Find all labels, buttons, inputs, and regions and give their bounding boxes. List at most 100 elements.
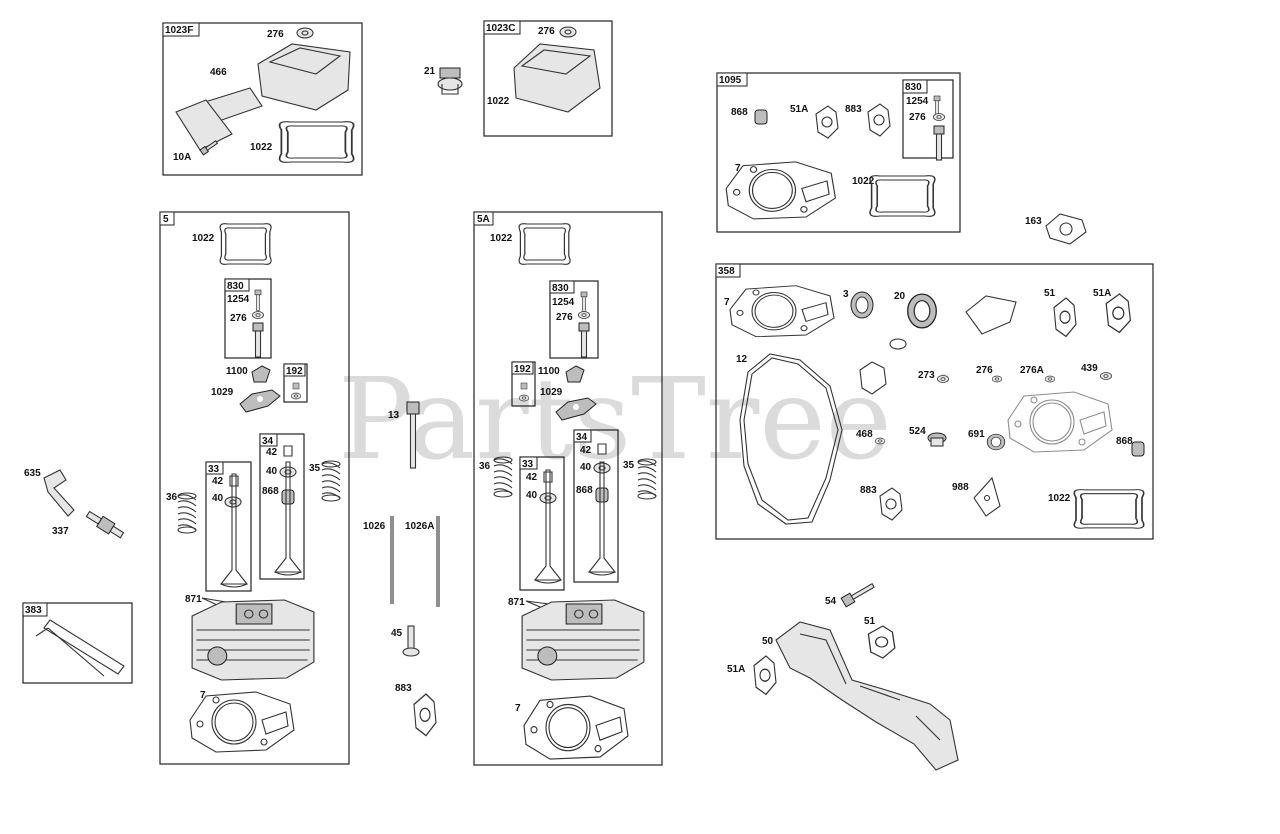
label-868: 868 xyxy=(1116,436,1133,447)
label-51A: 51A xyxy=(727,664,745,675)
group-5A-tag: 5A xyxy=(477,214,490,225)
gasket-1022-part xyxy=(869,174,936,218)
label-276: 276 xyxy=(556,312,573,323)
valve-part xyxy=(220,473,248,588)
label-1022: 1022 xyxy=(487,96,510,107)
label-276: 276 xyxy=(230,313,247,324)
guide-plate-part xyxy=(565,365,585,383)
label-51A: 51A xyxy=(790,104,808,115)
nut-part xyxy=(518,394,530,402)
spring-cap-part xyxy=(593,462,611,474)
group-383: 383 xyxy=(22,602,133,684)
head-gasket-part xyxy=(523,695,629,760)
label-42: 42 xyxy=(580,445,592,456)
label-50: 50 xyxy=(762,636,774,647)
valve-seal-part xyxy=(1131,441,1145,457)
washer-part xyxy=(991,375,1003,383)
label-883: 883 xyxy=(860,485,877,496)
label-635: 635 xyxy=(24,468,41,479)
bolt-part xyxy=(580,291,588,313)
plug-part xyxy=(927,432,947,447)
label-7: 7 xyxy=(200,690,206,701)
washer-part xyxy=(252,311,264,319)
label-1100: 1100 xyxy=(226,366,248,377)
label-54: 54 xyxy=(825,596,837,607)
label-1026: 1026 xyxy=(363,521,386,532)
gasket-1022-part xyxy=(1073,488,1145,530)
spark-plug-part xyxy=(85,510,125,539)
label-988: 988 xyxy=(952,482,969,493)
washer-part xyxy=(1044,375,1056,383)
cylinder-head-part xyxy=(521,599,645,681)
gasket-51A-part xyxy=(753,655,777,696)
group-1023F-tag: 1023F xyxy=(165,25,193,36)
valve-seal-part xyxy=(595,487,609,503)
label-883: 883 xyxy=(845,104,862,115)
label-13: 13 xyxy=(388,410,400,421)
label-466: 466 xyxy=(210,67,227,78)
retainer-part xyxy=(597,443,607,455)
gasket-1022-part xyxy=(219,223,272,265)
label-21: 21 xyxy=(424,66,436,77)
group-1095: 1095 868 51A 883 830 1254 276 7 1022 xyxy=(716,72,961,233)
tappet-part xyxy=(402,625,420,657)
label-276: 276 xyxy=(538,26,555,37)
retainer-part xyxy=(283,445,293,457)
spark-plug-wrench-part xyxy=(43,619,125,675)
washer-part xyxy=(933,113,945,121)
label-1026A: 1026A xyxy=(405,521,434,532)
label-691: 691 xyxy=(968,429,985,440)
spring-cap-part xyxy=(279,466,297,478)
watermark-text: PartsTree xyxy=(338,355,892,485)
oil-fill-cap-part xyxy=(437,67,463,95)
stud-part xyxy=(933,125,945,161)
label-1022: 1022 xyxy=(192,233,215,244)
head-gasket-part xyxy=(189,691,295,753)
gasket-883-part xyxy=(413,693,437,737)
label-276: 276 xyxy=(976,365,993,376)
screw-10A-part xyxy=(199,140,219,156)
label-42: 42 xyxy=(526,472,538,483)
cylinder-head-part xyxy=(191,599,315,681)
label-276: 276 xyxy=(909,112,926,123)
valve-cover-part xyxy=(257,43,351,111)
group-1023C: 1023C 276 1022 xyxy=(483,20,613,137)
gasket-part-faded xyxy=(859,361,887,395)
group-383-tag: 383 xyxy=(25,605,42,616)
adjuster-part xyxy=(520,382,528,390)
label-7: 7 xyxy=(724,297,730,308)
label-439: 439 xyxy=(1081,363,1098,374)
stud-part xyxy=(252,322,264,358)
valve-seal-part xyxy=(754,109,768,125)
group-34-tag: 34 xyxy=(262,436,274,447)
label-40: 40 xyxy=(526,490,538,501)
label-524: 524 xyxy=(909,426,926,437)
label-10A: 10A xyxy=(173,152,191,163)
group-34-tag: 34 xyxy=(576,432,588,443)
valve-seal-part xyxy=(281,489,295,505)
group-358-tag: 358 xyxy=(718,266,735,277)
group-192-tag: 192 xyxy=(286,366,303,377)
gasket-51A-part xyxy=(1105,293,1132,334)
label-273: 273 xyxy=(918,370,935,381)
gasket-1022-part xyxy=(518,223,571,265)
washer-part xyxy=(296,27,314,39)
group-1023F: 1023F 276 466 10A 1022 xyxy=(162,22,363,176)
label-51: 51 xyxy=(1044,288,1056,299)
label-1254: 1254 xyxy=(227,294,250,305)
label-276A: 276A xyxy=(1020,365,1044,376)
stud-part xyxy=(578,322,590,358)
seal-part xyxy=(850,291,874,319)
gasket-51A-part xyxy=(815,105,839,139)
group-358: 358 7 3 20 51 51A 12 273 276 276A 439 46… xyxy=(715,263,1154,540)
gasket-883-part xyxy=(867,103,891,137)
label-1029: 1029 xyxy=(540,387,563,398)
gasket-163-part xyxy=(1045,213,1087,245)
label-163: 163 xyxy=(1025,216,1042,227)
washer-part xyxy=(874,437,886,445)
label-871: 871 xyxy=(185,594,202,605)
label-7: 7 xyxy=(515,703,521,714)
rocker-arm-part xyxy=(239,389,281,413)
valve-spring-part xyxy=(177,492,197,534)
